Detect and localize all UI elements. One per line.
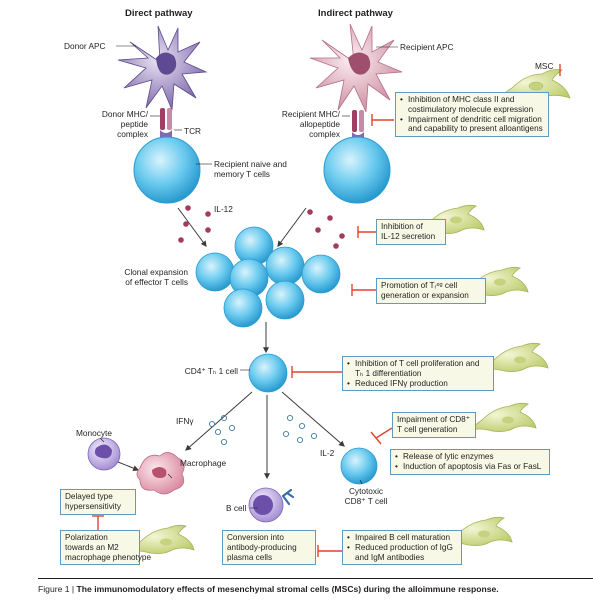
naive-t-cell-direct [133,136,201,204]
clonal-expansion-cluster [195,226,341,328]
tcr-label: TCR [184,126,202,136]
il12-inhibition-box: Inhibition of IL-12 secretion [376,219,446,245]
caption-prefix: Figure 1 | [38,584,77,594]
msc-label: MSC [535,61,554,71]
ifng-label: IFNγ [176,416,194,426]
treg-promotion-box: Promotion of Tᵣᵉᵍ cell generation or exp… [376,278,486,304]
mhc-inhibition-item: Inhibition of MHC class II and costimula… [400,95,544,115]
cd4-th1-cell [248,353,288,393]
il12-label: IL-12 [214,204,233,214]
mhc-inhibition-box: Inhibition of MHC class II and costimula… [395,92,549,138]
msc-cell-cd8 [468,402,537,432]
proliferation-inhibition-box: Inhibition of T cell proliferation and T… [342,356,494,392]
recipient-mhc-label: Recipient MHC/ allopeptide complex [281,109,340,139]
lytic-effects-box: Release of lytic enzymes Induction of ap… [390,449,550,475]
il2-cytokines [282,414,318,444]
macrophage-cell [136,452,185,495]
ifng-reduction-item: Reduced IFNγ production [347,379,489,389]
caption-rule [38,578,593,579]
naive-t-cell-indirect [323,136,391,204]
recipient-apc-label: Recipient APC [400,42,454,52]
arrow-indirect-to-expansion [277,207,307,247]
cd8-impairment-box: Impairment of CD8⁺ T cell generation [392,412,476,438]
donor-apc-cell [117,25,208,111]
cd4-th1-label: CD4⁺ Tₕ 1 cell [184,366,238,376]
donor-apc-label: Donor APC [64,41,106,51]
cytotoxic-cd8-label: Cytotoxic CD8⁺ T cell [344,486,388,506]
apoptosis-item: Induction of apoptosis via Fas or FasL [395,462,545,472]
recipient-apc-cell [309,23,403,113]
b-cell [248,487,295,523]
il12-cytokines [178,205,345,249]
donor-mhc-label: Donor MHC/ peptide complex [101,109,148,139]
figure-caption: Figure 1 | The immunomodulatory effects … [38,584,499,594]
lytic-enzymes-item: Release of lytic enzymes [395,452,545,462]
arrow-cd4-to-macrophage [185,391,253,451]
direct-pathway-heading: Direct pathway [125,8,193,19]
apc-impairment-item: Impairment of dendritic cell migration a… [400,115,544,135]
macrophage-label: Macrophage [180,458,227,468]
clonal-expansion-label: Clonal expansion of effector T cells [124,267,188,287]
naive-memory-t-cells-label: Recipient naive and memory T cells [214,159,287,179]
proliferation-inhibition-item: Inhibition of T cell proliferation and T… [347,359,489,379]
arrow-direct-to-expansion [177,207,207,247]
il2-label: IL-2 [320,448,335,458]
antibody-reduction-item: Reduced production of IgG and IgM antibo… [347,543,457,563]
cytotoxic-cd8-cell [340,447,378,485]
plasma-cell-conversion-box: Conversion into antibody-producing plasm… [222,530,316,566]
monocyte-label: Monocyte [76,428,112,438]
inhibition-lines [92,64,561,557]
monocyte-cell [87,437,121,471]
arrow-cd4-to-cd8 [281,391,345,447]
arrow-monocyte-to-macrophage [117,461,140,472]
m2-polarization-box: Polarization towards an M2 macrophage ph… [60,530,151,566]
b-cell-impairment-box: Impaired B cell maturation Reduced produ… [342,530,462,566]
b-cell-maturation-item: Impaired B cell maturation [347,533,457,543]
caption-title: The immunomodulatory effects of mesenchy… [76,584,499,594]
b-cell-label: B cell [226,503,247,513]
delayed-hypersensitivity-box: Delayed type hypersensitivity [60,489,136,515]
indirect-pathway-heading: Indirect pathway [318,8,393,19]
label-pointers [99,45,398,509]
ifng-cytokines [208,414,236,446]
